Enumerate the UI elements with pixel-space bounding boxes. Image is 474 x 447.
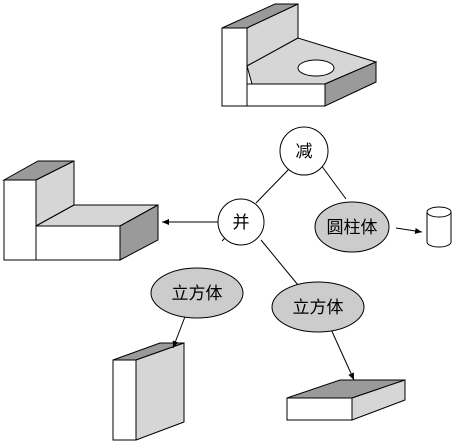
edge-subtract-cylinder bbox=[320, 164, 347, 200]
edge-union-right-cube bbox=[260, 239, 299, 286]
flat-cuboid-solid bbox=[286, 379, 406, 421]
edge-subtract-union bbox=[255, 167, 291, 204]
arrow-cuboid-to-flat bbox=[329, 326, 355, 381]
result-solid-with-hole bbox=[221, 3, 378, 107]
node-cuboid-left-label: 立方体 bbox=[172, 284, 223, 304]
node-union-label: 并 bbox=[233, 213, 250, 233]
cylinder-solid bbox=[426, 206, 452, 248]
node-subtract: 减 bbox=[279, 126, 329, 176]
node-cylinder: 圆柱体 bbox=[314, 201, 390, 253]
arrow-cylinder-to-solid bbox=[395, 227, 423, 234]
node-cuboid-left: 立方体 bbox=[150, 267, 244, 319]
arrow-cuboid-to-tall bbox=[172, 313, 187, 349]
union-result-solid bbox=[2, 160, 159, 261]
node-cuboid-right: 立方体 bbox=[271, 281, 365, 333]
tall-cuboid-solid bbox=[112, 342, 185, 441]
node-cylinder-label: 圆柱体 bbox=[327, 218, 378, 238]
node-cuboid-right-label: 立方体 bbox=[293, 298, 344, 318]
node-union: 并 bbox=[217, 198, 265, 246]
node-subtract-label: 减 bbox=[296, 142, 313, 162]
